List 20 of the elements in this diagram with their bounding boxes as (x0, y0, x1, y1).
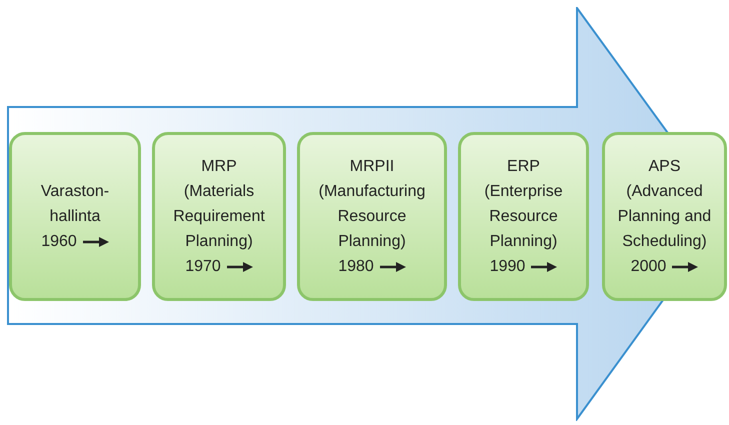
stage-box (9, 132, 141, 301)
stage-description: (Enterprise Resource Planning) (483, 182, 564, 252)
stage-box (297, 132, 447, 301)
stage-title: MRP (201, 157, 237, 177)
stage-title: Varaston-hallinta (40, 182, 110, 227)
stage-box (152, 132, 286, 301)
stage-description: (Advanced Planning and Scheduling) (616, 182, 712, 252)
year-label: 1960 (41, 232, 77, 252)
stage-title: MRPII (350, 157, 394, 177)
year-label: 2000 (630, 257, 666, 277)
stage-description: (Materials Requirement Planning) (172, 182, 266, 252)
stage-title: APS (648, 157, 680, 177)
year-label: 1980 (338, 257, 374, 277)
stage-title: ERP (507, 157, 540, 177)
stage-box (602, 132, 727, 301)
year-label: 1990 (490, 257, 526, 277)
stage-box (458, 132, 589, 301)
arrow-band (7, 7, 728, 421)
stage-description: (Manufacturing Resource Planning) (318, 182, 426, 252)
year-label: 1970 (185, 257, 221, 277)
